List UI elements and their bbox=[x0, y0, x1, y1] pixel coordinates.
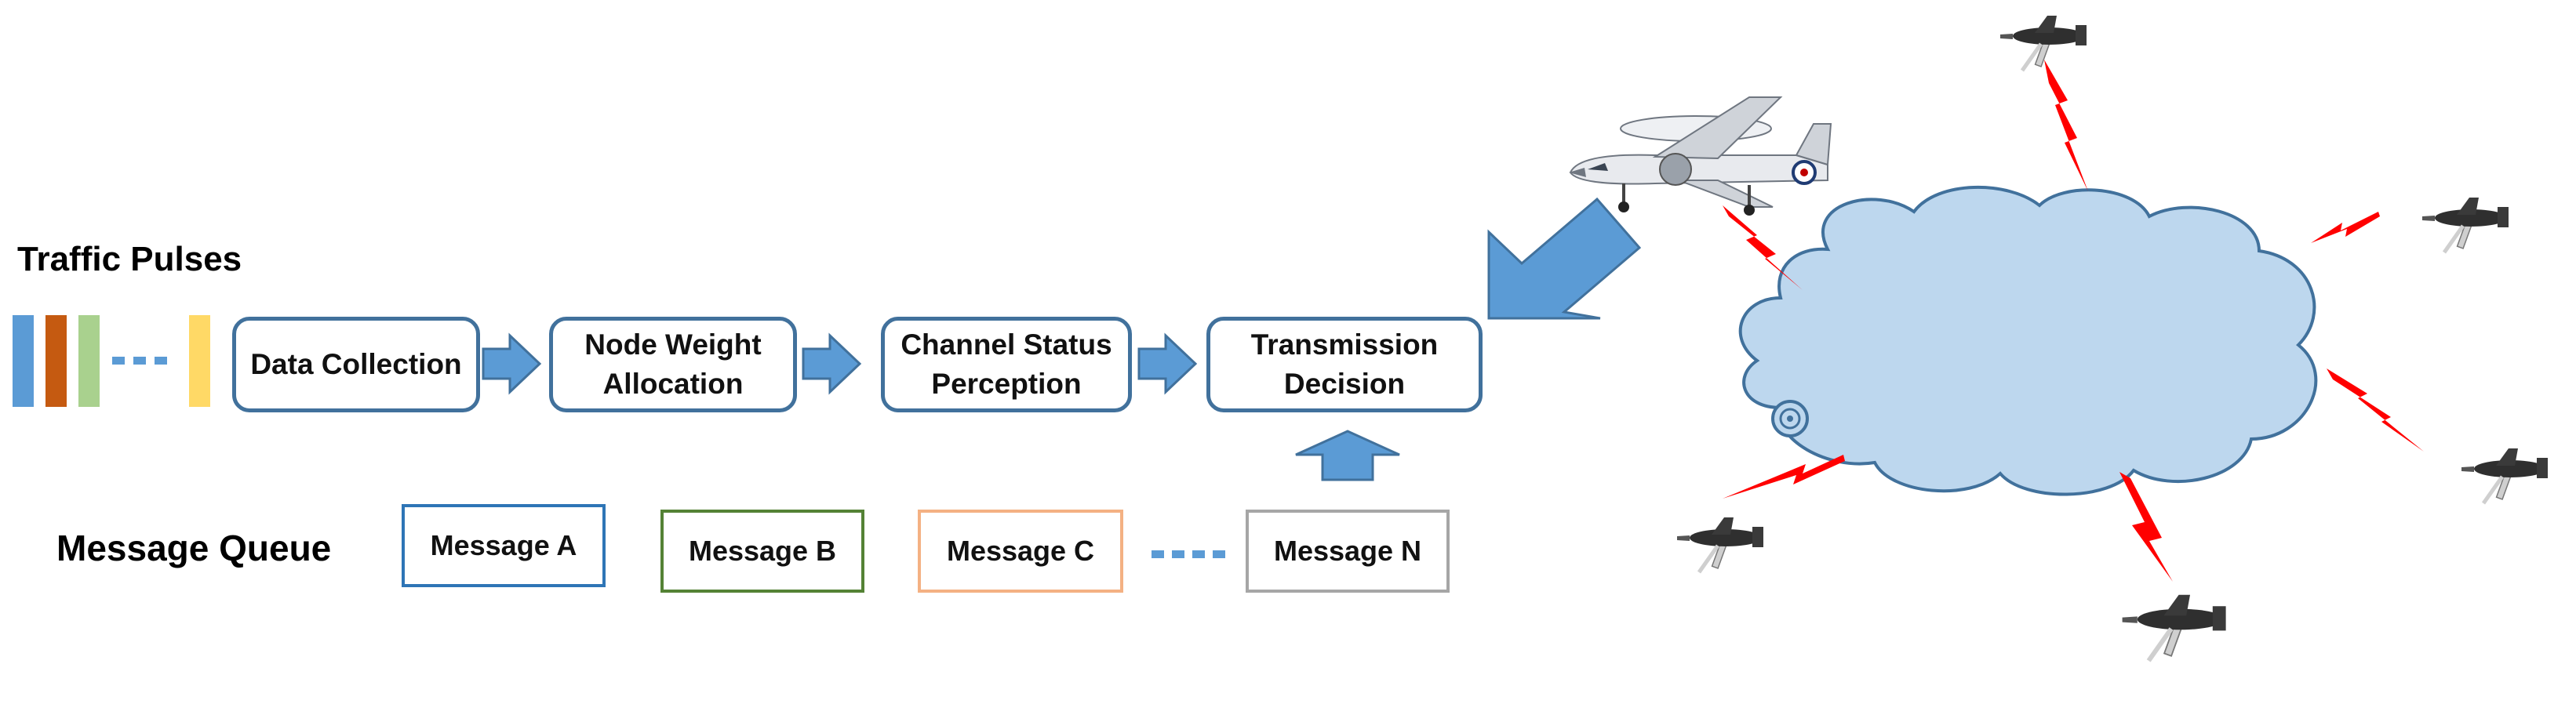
flow-arrow-1 bbox=[482, 332, 542, 395]
stage-label: Channel Status Perception bbox=[901, 328, 1112, 400]
message-label: Message A bbox=[430, 529, 577, 561]
stage-label: Transmission Decision bbox=[1250, 328, 1439, 400]
stage-label: Data Collection bbox=[250, 348, 462, 380]
link-bolt-hub bbox=[1723, 205, 1803, 290]
traffic-pulse-bar-3 bbox=[78, 315, 100, 407]
stage-channel-status-perception: Channel Status Perception bbox=[881, 317, 1132, 412]
link-bolt-right bbox=[2327, 368, 2424, 452]
traffic-pulses-title: Traffic Pulses bbox=[17, 240, 242, 278]
stage-label: Node Weight Allocation bbox=[584, 328, 762, 400]
awacs-aircraft-icon bbox=[1569, 96, 1832, 216]
flow-arrow-3 bbox=[1137, 332, 1198, 395]
stage-transmission-decision: Transmission Decision bbox=[1206, 317, 1483, 412]
uav-drone-icon-right bbox=[2461, 448, 2548, 503]
message-a: Message A bbox=[402, 504, 606, 587]
message-queue-title: Message Queue bbox=[56, 528, 332, 568]
message-c: Message C bbox=[918, 510, 1123, 593]
uav-drone-icon-right-top bbox=[2422, 198, 2509, 252]
traffic-pulse-bar-1 bbox=[13, 315, 34, 407]
traffic-pulse-bar-2 bbox=[45, 315, 67, 407]
queue-ellipsis bbox=[1152, 550, 1225, 558]
stage-node-weight-allocation: Node Weight Allocation bbox=[549, 317, 797, 412]
link-bolt-right-top bbox=[2311, 212, 2380, 243]
message-b: Message B bbox=[660, 510, 864, 593]
link-bolt-bottom bbox=[2119, 472, 2173, 582]
traffic-pulse-bar-4 bbox=[189, 315, 210, 407]
message-n: Message N bbox=[1246, 510, 1450, 593]
message-label: Message C bbox=[946, 535, 1095, 567]
message-label: Message N bbox=[1273, 535, 1422, 567]
uav-drone-icon-top bbox=[2000, 16, 2087, 71]
flow-arrow-2 bbox=[802, 332, 862, 395]
uav-drone-icon-left bbox=[1677, 517, 1763, 572]
link-bolt-left bbox=[1723, 455, 1845, 499]
queue-up-arrow bbox=[1295, 430, 1400, 481]
message-label: Message B bbox=[688, 535, 837, 567]
aircraft-to-decision-arrow bbox=[1487, 197, 1642, 320]
uav-drone-icon-bottom bbox=[2123, 595, 2226, 661]
stage-data-collection: Data Collection bbox=[232, 317, 480, 412]
network-cloud bbox=[1738, 186, 2318, 496]
pulse-ellipsis bbox=[112, 357, 167, 365]
link-bolt-top bbox=[2044, 60, 2088, 191]
